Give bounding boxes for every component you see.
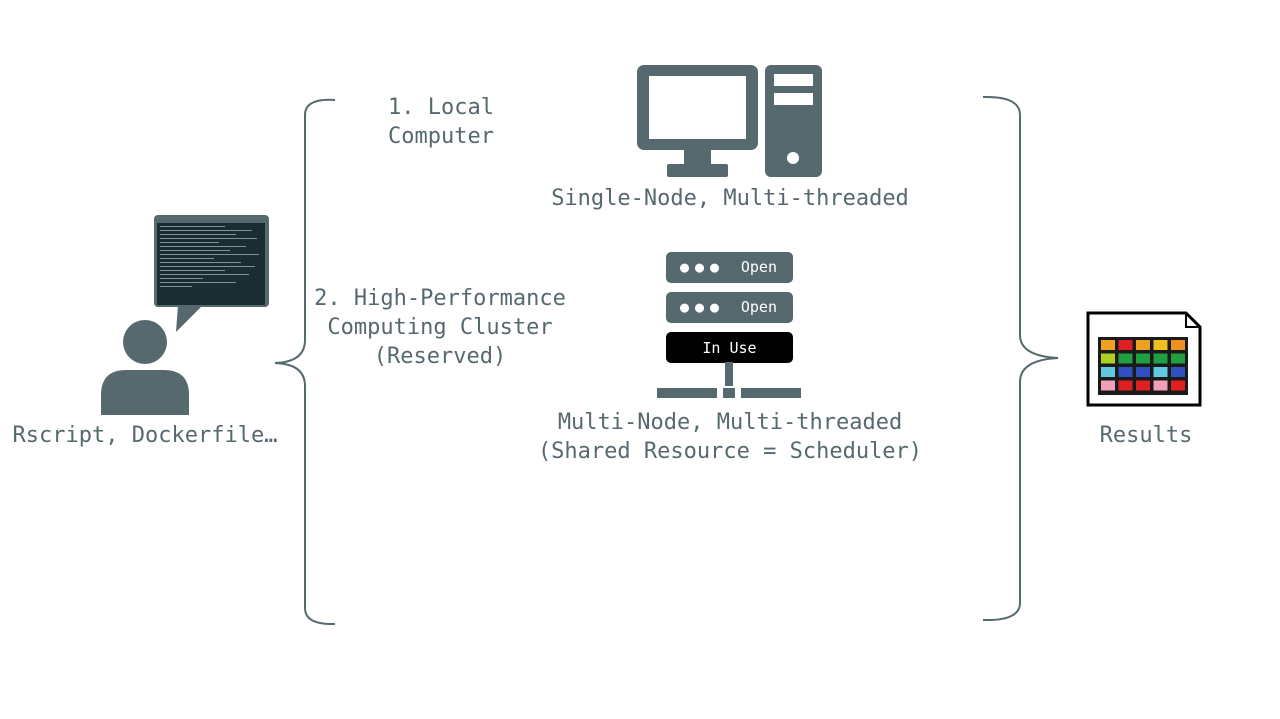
cluster-node-3: In Use bbox=[666, 332, 793, 363]
node-lights-icon: ●●● bbox=[680, 298, 726, 316]
user-label: Rscript, Dockerfile… bbox=[12, 423, 278, 448]
spreadsheet-cell bbox=[1136, 353, 1150, 364]
spreadsheet-cell bbox=[1136, 380, 1150, 391]
spreadsheet-cell bbox=[1171, 380, 1185, 391]
local-caption: Single-Node, Multi-threaded bbox=[551, 186, 909, 211]
spreadsheet-cell bbox=[1101, 340, 1115, 350]
spreadsheet-cell bbox=[1101, 367, 1115, 377]
user-icon bbox=[101, 320, 189, 415]
desktop-computer-icon bbox=[637, 65, 822, 177]
cluster-node-1: ●●● Open bbox=[666, 252, 793, 283]
spreadsheet-cell bbox=[1118, 380, 1133, 391]
spreadsheet-cell bbox=[1136, 367, 1150, 377]
spreadsheet-cell bbox=[1171, 340, 1185, 350]
terminal-screenshot bbox=[154, 215, 269, 307]
spreadsheet-cell bbox=[1101, 380, 1115, 391]
results-label: Results bbox=[1099, 423, 1193, 448]
spreadsheet-cell bbox=[1136, 340, 1150, 350]
cluster-node-2: ●●● Open bbox=[666, 292, 793, 323]
node-status: Open bbox=[740, 258, 777, 276]
node-lights-icon: ●●● bbox=[680, 258, 726, 276]
network-connector-icon bbox=[657, 362, 801, 398]
spreadsheet-cell bbox=[1118, 340, 1133, 350]
node-status: In Use bbox=[702, 339, 757, 357]
spreadsheet-cell bbox=[1171, 367, 1185, 377]
cluster-caption: Multi-Node, Multi-threaded (Shared Resou… bbox=[537, 410, 923, 464]
option-hpc-label: 2. High-Performance Computing Cluster (R… bbox=[314, 286, 566, 369]
node-status: Open bbox=[740, 298, 777, 316]
option-local-label: 1. Local Computer bbox=[388, 95, 494, 149]
spreadsheet-cell bbox=[1118, 367, 1133, 377]
spreadsheet-cell bbox=[1153, 340, 1168, 350]
spreadsheet-cell bbox=[1118, 353, 1133, 364]
spreadsheet-cell bbox=[1153, 353, 1168, 364]
spreadsheet-cell bbox=[1153, 380, 1168, 391]
spreadsheet-cell bbox=[1153, 367, 1168, 377]
spreadsheet-icon bbox=[1086, 311, 1202, 407]
terminal-screen bbox=[157, 223, 265, 305]
spreadsheet-cell bbox=[1171, 353, 1185, 364]
speech-bubble-tail-icon bbox=[176, 305, 203, 332]
spreadsheet-cell bbox=[1101, 353, 1115, 364]
